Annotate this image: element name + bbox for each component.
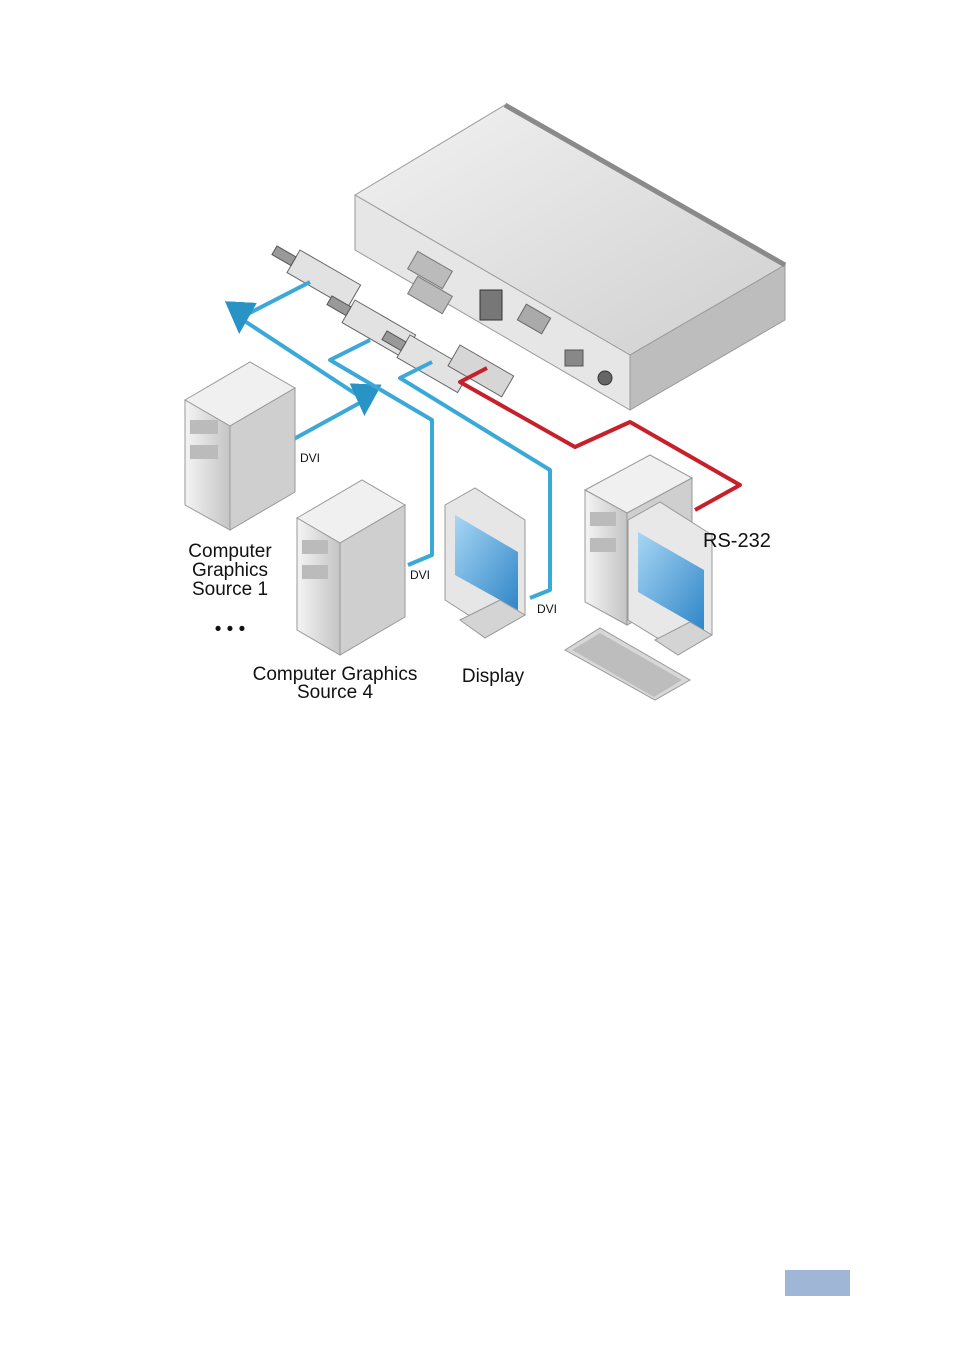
label-source1: Computer Graphics Source 1 [188,541,272,600]
monitor-icon [445,488,525,638]
page-number-tab [785,1270,850,1296]
label-dvi-source4: DVI [410,568,430,582]
label-dvi-source1: DVI [300,451,320,465]
label-display: Display [462,666,525,687]
svg-text:Computer: Computer [188,541,272,562]
tower-pc-icon [297,480,405,655]
svg-text:Source 1: Source 1 [192,579,268,600]
tower-pc-icon [185,362,295,530]
ellipsis: • • • [215,619,246,640]
svg-text:Source 4: Source 4 [297,682,373,703]
label-rs232: RS-232 [703,530,771,552]
monitor-icon [628,502,712,655]
svg-text:Graphics: Graphics [192,560,268,581]
label-dvi-display: DVI [537,602,557,616]
label-source4: Computer Graphics Source 4 [253,664,418,703]
